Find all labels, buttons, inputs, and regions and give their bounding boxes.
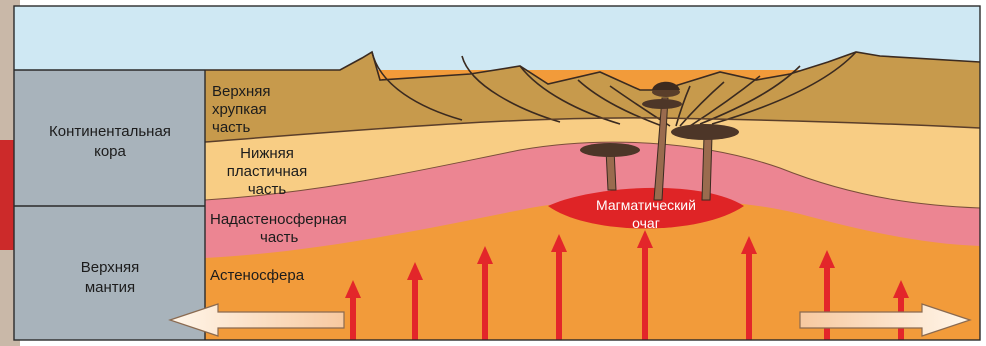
upper-brittle-label-1: Верхняя [212,83,271,100]
continental-crust-label-2: кора [94,143,126,160]
supra-asthenosphere-label-2: часть [260,229,299,246]
lower-plastic-label-2: пластичная [227,163,308,180]
upper-mantle-label-1: Верхняя [81,259,140,276]
upper-brittle-label-2: хрупкая [212,101,267,118]
magma-chamber-label-2: очаг [632,215,660,231]
magma-chamber-label-1: Магматический [596,197,696,213]
upper-brittle-label-3: часть [212,119,251,136]
asthenosphere-label: Астеносфера [210,267,305,284]
continental-crust-label-1: Континентальная [49,123,171,140]
upper-mantle-label-2: мантия [85,279,135,296]
left-label-panel [14,70,205,340]
lower-plastic-label-1: Нижняя [240,145,294,162]
supra-asthenosphere-label-1: Надастеносферная [210,211,347,228]
lower-plastic-label-3: часть [248,181,287,198]
